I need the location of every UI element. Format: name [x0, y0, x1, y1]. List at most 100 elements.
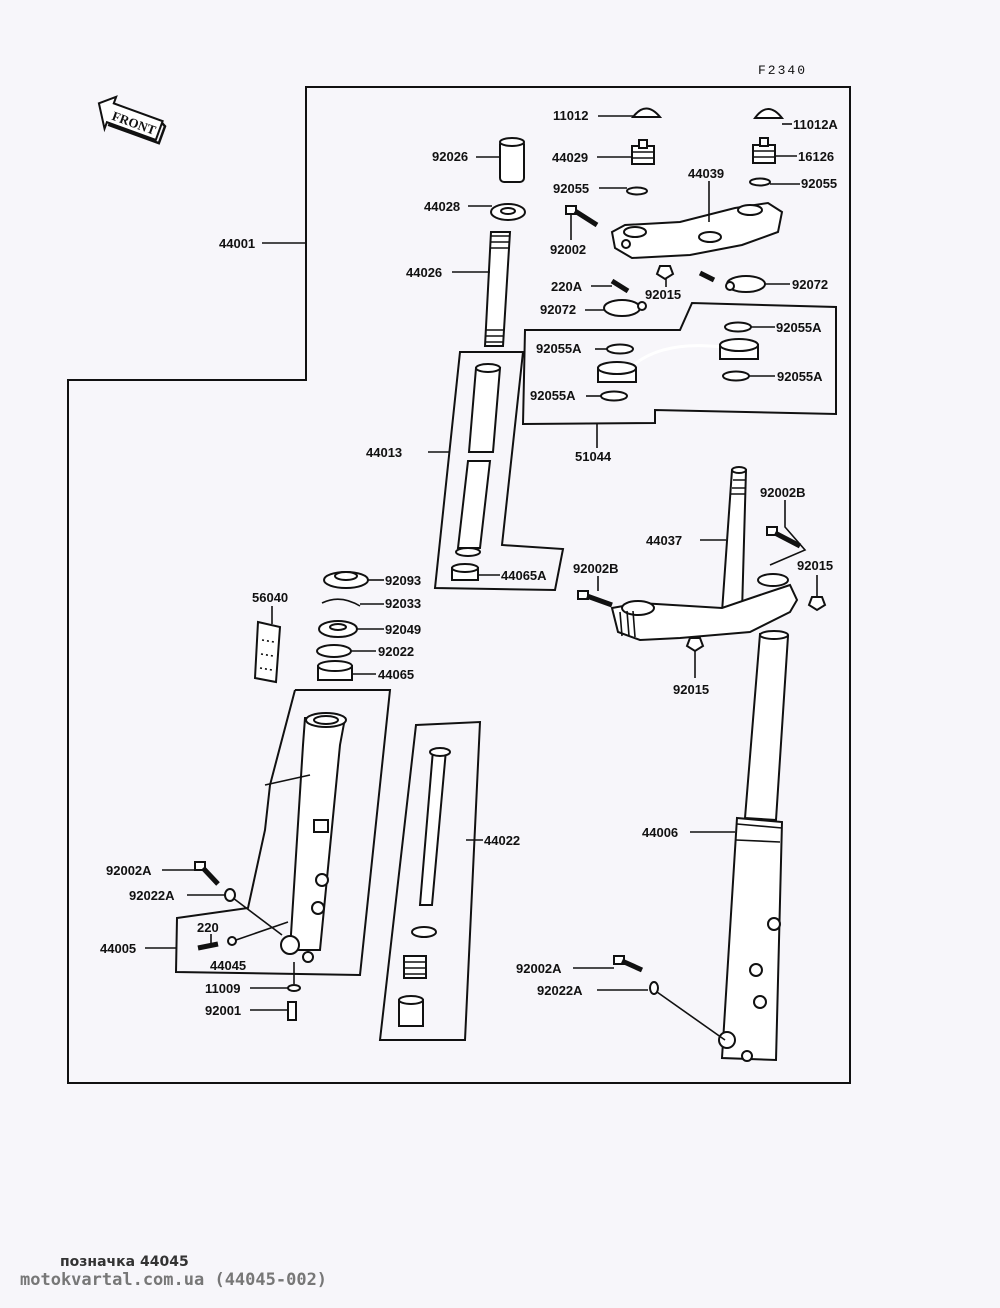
label-56040: 56040: [252, 590, 288, 605]
label-44013: 44013: [366, 445, 402, 460]
label-92055A-1: 92055A: [536, 341, 582, 356]
label-44029: 44029: [552, 150, 588, 165]
clamp-92072-right: [725, 275, 766, 293]
label-92002A-right: 92002A: [516, 961, 562, 976]
bolt-92002B-left: [577, 590, 613, 608]
washer-92022: [316, 644, 352, 658]
label-44028: 44028: [424, 199, 460, 214]
oring-92055A-3: [722, 370, 750, 382]
caption: позначка 44045: [60, 1254, 189, 1270]
front-arrow-icon: FRONT: [97, 95, 167, 145]
oring-92055-left: [626, 186, 648, 196]
label-44026: 44026: [406, 265, 442, 280]
screw-upper: [698, 270, 716, 283]
washer-92022A-right: [649, 981, 659, 995]
label-92015-right: 92015: [797, 558, 833, 573]
label-16126: 16126: [798, 149, 834, 164]
nut-92015-top: [655, 265, 675, 281]
bolt-92002A-right: [613, 955, 644, 973]
label-92033: 92033: [385, 596, 421, 611]
screw-220: [197, 941, 219, 951]
label-92002: 92002: [550, 242, 586, 257]
label-92055A-3: 92055A: [777, 369, 823, 384]
rebound-spring-44022: [403, 955, 427, 979]
label-92055-right: 92055: [801, 176, 837, 191]
leader-lines: [145, 115, 818, 1041]
label-44045: 44045: [210, 958, 246, 973]
dust-seal-92093: [323, 571, 369, 589]
label-92072-left: 92072: [540, 302, 576, 317]
label-44065A: 44065A: [501, 568, 547, 583]
cap-11012: [630, 107, 663, 118]
label-92002B-right: 92002B: [760, 485, 806, 500]
adjuster-16126: [752, 137, 776, 164]
subframe-44013: [433, 351, 565, 592]
label-11012A: 11012A: [793, 117, 838, 132]
label-92026: 92026: [432, 149, 468, 164]
subframe-44022: [378, 720, 482, 1041]
nut-44028: [490, 203, 526, 221]
watermark: motokvartal.com.ua (44045-002): [20, 1270, 328, 1290]
retaining-ring-92033: [321, 598, 361, 607]
decal-56040: [253, 620, 282, 684]
screw-92001: [287, 1001, 297, 1021]
label-92015-bottom: 92015: [673, 682, 709, 697]
fork-outer-44005: [264, 712, 347, 963]
label-44006: 44006: [642, 825, 678, 840]
figure-code: F2340: [758, 63, 807, 78]
label-51044: 51044: [575, 449, 612, 464]
label-92055A-4: 92055A: [530, 388, 576, 403]
label-92002B-left: 92002B: [573, 561, 619, 576]
label-92022: 92022: [378, 644, 414, 659]
part-labels: 44001 92026 44028 44026 11012 11012A 440…: [100, 108, 838, 1018]
clamp-92072-left: [603, 299, 647, 317]
label-92022A-left: 92022A: [129, 888, 175, 903]
label-44037: 44037: [646, 533, 682, 548]
oil-seal-92049: [318, 620, 358, 638]
subframe-51044: [521, 301, 837, 426]
label-92001: 92001: [205, 1003, 241, 1018]
label-92072-right: 92072: [792, 277, 828, 292]
label-44039: 44039: [688, 166, 724, 181]
label-92015-top: 92015: [645, 287, 681, 302]
oil-lock-piece-44022: [398, 995, 424, 1027]
bushing-44065: [317, 660, 353, 681]
nut-92015-bottom: [685, 637, 705, 653]
gasket-11009: [287, 984, 301, 992]
leader-44045: [235, 921, 289, 941]
label-11009: 11009: [205, 981, 240, 996]
label-92049: 92049: [385, 622, 421, 637]
lower-bracket-44037: [610, 573, 799, 642]
screw-220A: [610, 278, 630, 294]
label-44001: 44001: [219, 236, 255, 251]
assembly-frame-44001: [67, 86, 851, 1084]
label-92055A-2: 92055A: [776, 320, 822, 335]
gasket-44045: [227, 936, 237, 946]
subframe-44005: [174, 689, 392, 977]
oring-92055-right: [749, 177, 771, 187]
nut-92015-right: [807, 596, 827, 612]
label-92093: 92093: [385, 573, 421, 588]
bolt-92002B-right: [766, 526, 802, 549]
piston-ring-44022: [411, 926, 437, 938]
pipe-44026: [483, 231, 512, 347]
damper-rod-44022: [418, 747, 451, 906]
collar-92026: [499, 137, 525, 183]
adjuster-44029: [631, 139, 655, 165]
label-44022: 44022: [484, 833, 520, 848]
oil-seal-51044: [597, 338, 759, 383]
cap-11012A: [753, 108, 785, 119]
fork-tube-44006: [718, 630, 790, 1062]
oring-92055A-4: [600, 390, 628, 402]
oring-92055A-1: [606, 343, 634, 355]
label-220A: 220A: [551, 279, 583, 294]
label-92002A-left: 92002A: [106, 863, 152, 878]
label-11012: 11012: [553, 108, 588, 123]
upper-bracket-44039: [610, 201, 784, 260]
bushing-44065A: [451, 563, 479, 581]
label-92022A-right: 92022A: [537, 983, 583, 998]
label-220: 220: [197, 920, 219, 935]
label-44065: 44065: [378, 667, 414, 682]
label-44005: 44005: [100, 941, 136, 956]
